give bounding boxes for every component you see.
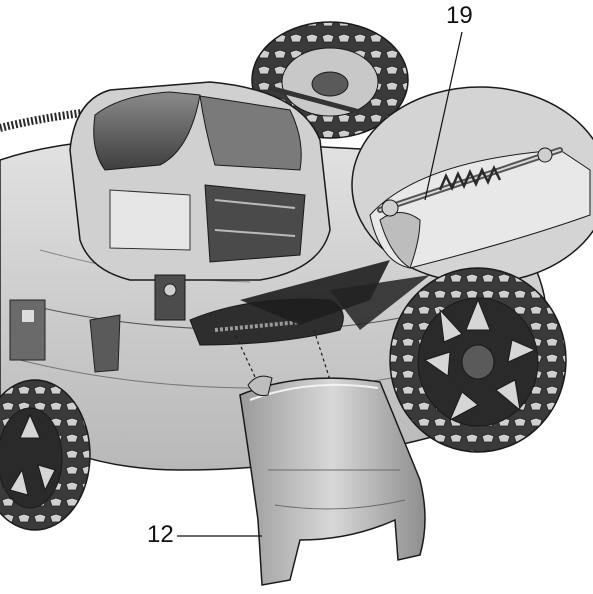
front-left-wheel <box>0 379 91 531</box>
leader-line-19 <box>424 31 463 201</box>
alignment-lines <box>235 329 331 393</box>
callout-19: 19 <box>446 2 473 29</box>
discharge-chute <box>239 375 426 586</box>
discharge-opening <box>189 260 390 346</box>
spring <box>438 165 502 191</box>
callout-12: 12 <box>147 521 174 548</box>
detail-magnifier <box>330 86 593 330</box>
front-right-wheel <box>389 267 567 453</box>
battery-cover <box>69 81 331 281</box>
key-slot <box>154 274 186 321</box>
